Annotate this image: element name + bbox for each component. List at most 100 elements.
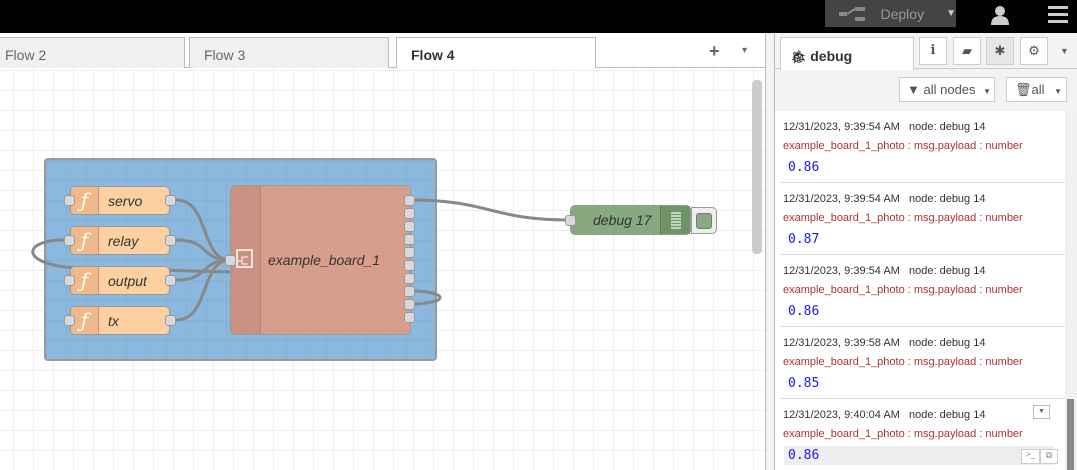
debug-message-list: 12/31/2023, 9:39:54 AM node: debug 14 ex… [775, 111, 1077, 470]
tab-menu-button[interactable]: ▾ [742, 45, 748, 56]
help-button[interactable]: ▰ [953, 37, 981, 65]
deploy-icon [839, 6, 865, 21]
board-output-port[interactable] [404, 312, 415, 323]
deploy-label: Deploy [880, 5, 925, 22]
tab-flow-2[interactable]: Flow 2 [0, 37, 185, 69]
board-output-port[interactable] [404, 195, 415, 206]
trash-icon: 🗑︎ [1015, 82, 1032, 97]
message-topic: example_board_1_photo : msg.payload : nu… [783, 140, 1023, 152]
message-topic: example_board_1_photo : msg.payload : nu… [783, 428, 1023, 440]
board-output-port[interactable] [404, 260, 415, 271]
output-port[interactable] [165, 315, 176, 326]
output-port[interactable] [165, 195, 176, 206]
board-output-port[interactable] [404, 208, 415, 219]
wire-debug [409, 198, 571, 222]
message-meta: 12/31/2023, 9:40:04 AM node: debug 14 [783, 409, 986, 421]
message-value[interactable]: 0.86 [788, 304, 820, 319]
message-value[interactable]: 0.86 [788, 160, 820, 175]
tab-label: debug [810, 48, 853, 64]
debug-sidebar: 🐞︎debug i ▰ ✱ ⚙ ▼ ▼ all nodes ▼ 🗑︎all ▼ … [775, 33, 1077, 470]
clear-messages-button[interactable]: 🗑︎all ▼ [1006, 77, 1067, 102]
wire-loop-board [409, 289, 442, 306]
board-output-port[interactable] [404, 247, 415, 258]
input-port[interactable] [64, 235, 75, 246]
gear-icon: ⚙ [1028, 43, 1040, 58]
message-menu-button[interactable]: ▼ [1033, 405, 1050, 419]
message-value[interactable]: 0.86 [784, 446, 1054, 465]
board-output-port[interactable] [404, 234, 415, 245]
input-port[interactable] [64, 315, 75, 326]
input-port[interactable] [64, 195, 75, 206]
function-icon: ƒ [71, 227, 99, 254]
tab-debug[interactable]: 🐞︎debug [780, 37, 914, 70]
message-topic: example_board_1_photo : msg.payload : nu… [783, 356, 1023, 368]
bug-icon: ✱ [994, 43, 1006, 58]
input-port[interactable] [64, 275, 75, 286]
tab-label: Flow 3 [204, 47, 246, 63]
debug-toggle-button[interactable] [691, 207, 717, 234]
filter-nodes-button[interactable]: ▼ all nodes ▼ [899, 77, 995, 102]
debug-node-label: debug 17 [593, 212, 652, 228]
list-icon [660, 206, 690, 234]
function-icon: ƒ [71, 267, 99, 294]
canvas-scrollbar[interactable] [752, 80, 762, 254]
board-node[interactable]: example_board_1 [230, 185, 411, 335]
board-output-port[interactable] [404, 286, 415, 297]
message-meta: 12/31/2023, 9:39:54 AM node: debug 14 [783, 265, 986, 277]
info-button[interactable]: i [919, 37, 947, 65]
debug-message[interactable]: 12/31/2023, 9:39:54 AM node: debug 14 ex… [780, 255, 1065, 327]
message-topic: example_board_1_photo : msg.payload : nu… [783, 212, 1023, 224]
debug-message[interactable]: 12/31/2023, 9:40:04 AM node: debug 14 ex… [780, 399, 1065, 470]
add-tab-button[interactable]: + [709, 41, 720, 61]
menu-icon[interactable] [1048, 6, 1068, 24]
filter-label: all nodes [923, 82, 976, 97]
debug-message[interactable]: 12/31/2023, 9:39:54 AM node: debug 14 ex… [780, 111, 1065, 183]
message-topic: example_board_1_photo : msg.payload : nu… [783, 284, 1023, 296]
copy-path-button[interactable]: >_ [1021, 449, 1040, 464]
node-label: output [108, 273, 147, 289]
function-icon: ƒ [71, 307, 99, 334]
sidebar-separator[interactable] [765, 33, 775, 470]
subflow-icon [236, 249, 253, 268]
tab-label: Flow 2 [5, 47, 47, 63]
message-meta: 12/31/2023, 9:39:58 AM node: debug 14 [783, 337, 986, 349]
message-value[interactable]: 0.87 [788, 232, 820, 247]
output-port[interactable] [165, 275, 176, 286]
deploy-dropdown-icon[interactable]: ▼ [946, 8, 956, 19]
debug-message[interactable]: 12/31/2023, 9:39:54 AM node: debug 14 ex… [780, 183, 1065, 255]
output-port[interactable] [165, 235, 176, 246]
message-meta: 12/31/2023, 9:39:54 AM node: debug 14 [783, 121, 986, 133]
config-button[interactable]: ⚙ [1020, 37, 1048, 65]
node-label: tx [108, 313, 119, 329]
deploy-button[interactable]: Deploy ▼ [825, 0, 956, 27]
debug-button[interactable]: ✱ [986, 37, 1014, 65]
copy-value-button[interactable]: ⧉ [1040, 449, 1058, 464]
wire-servo [175, 198, 231, 262]
debug-message[interactable]: 12/31/2023, 9:39:58 AM node: debug 14 ex… [780, 327, 1065, 399]
board-input-port[interactable] [225, 255, 236, 266]
sidebar-menu-icon[interactable]: ▼ [1060, 46, 1069, 56]
message-value[interactable]: 0.85 [788, 376, 820, 391]
debug-node[interactable]: debug 17 [570, 205, 691, 235]
header-bar: Deploy ▼ [0, 0, 1077, 33]
board-output-port[interactable] [404, 273, 415, 284]
tab-label: Flow 4 [411, 47, 455, 63]
board-output-port[interactable] [404, 221, 415, 232]
tab-flow-4[interactable]: Flow 4 [396, 37, 596, 70]
debug-input-port[interactable] [565, 215, 576, 226]
tab-flow-3[interactable]: Flow 3 [189, 37, 389, 69]
info-icon: i [930, 43, 936, 58]
board-output-port[interactable] [404, 299, 415, 310]
wire-tx [175, 258, 231, 322]
user-icon[interactable] [990, 4, 1010, 26]
node-label: relay [108, 233, 139, 249]
clear-label: all [1031, 82, 1045, 97]
filter-icon: ▼ [907, 82, 920, 97]
book-icon: ▰ [962, 43, 972, 58]
message-list-scrollbar[interactable] [1065, 111, 1077, 470]
